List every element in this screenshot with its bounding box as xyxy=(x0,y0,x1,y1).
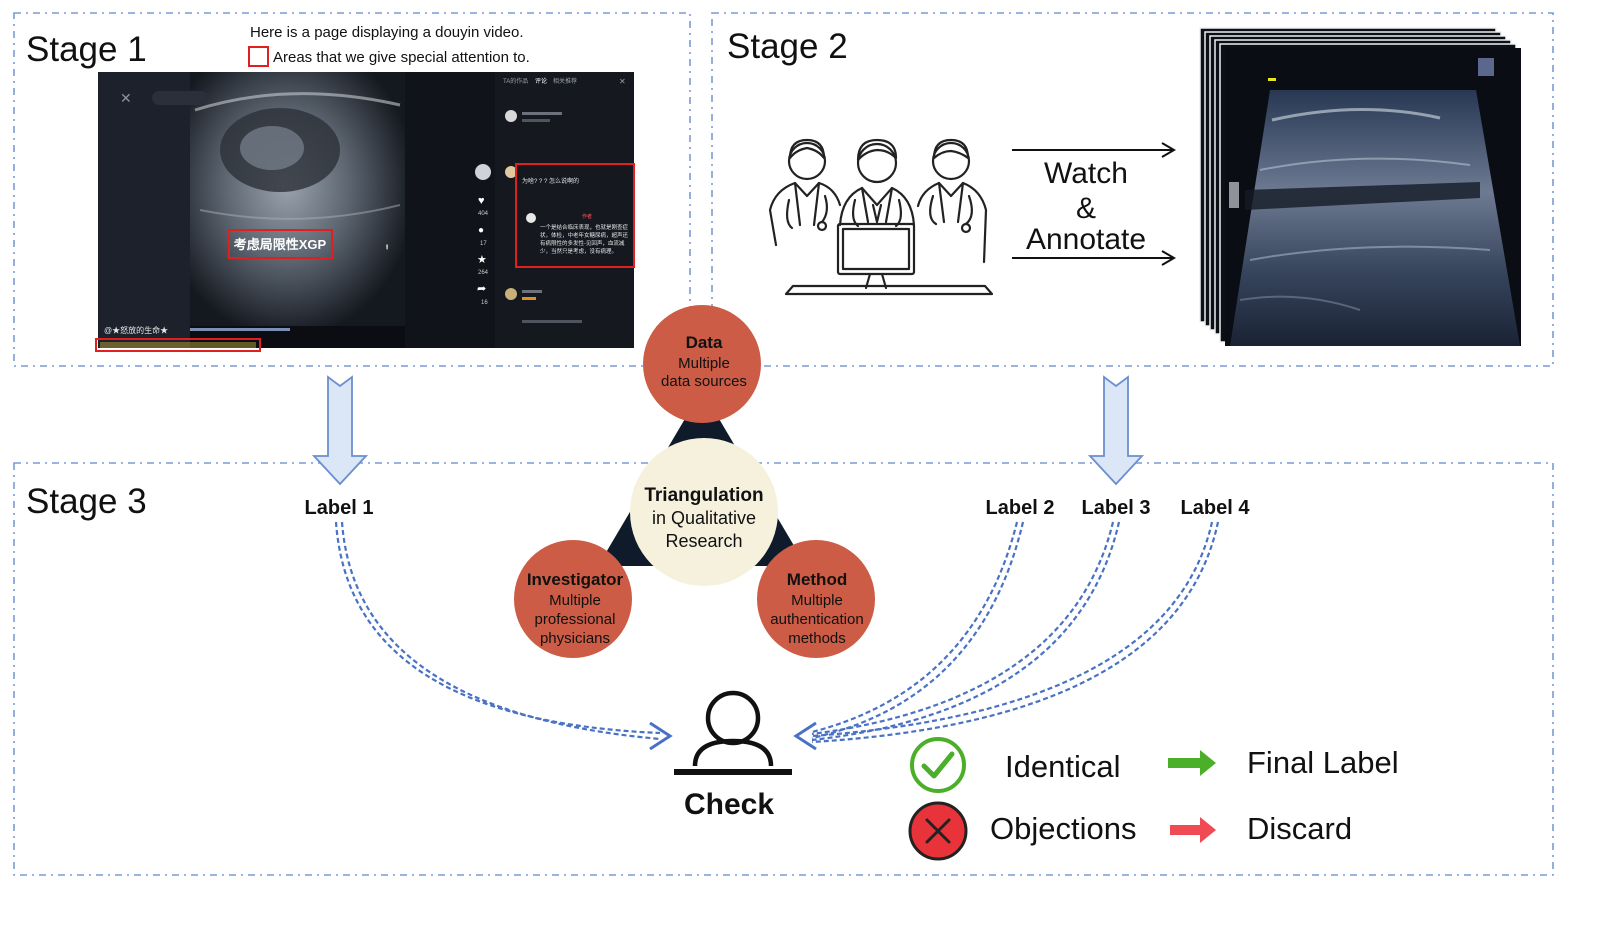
stage1-frame xyxy=(13,12,691,367)
identical-icon xyxy=(910,737,966,793)
author-tag: @★怒放的生命★ xyxy=(104,325,168,335)
investigator-line3: physicians xyxy=(540,630,610,647)
search-bar[interactable] xyxy=(152,91,208,105)
legend-objections: Objections xyxy=(990,811,1136,846)
stage1-note-line2: Areas that we give special attention to. xyxy=(273,49,530,66)
comment-count: 17 xyxy=(480,241,487,247)
red-arrow xyxy=(1170,817,1216,843)
progress-bar[interactable] xyxy=(190,328,290,331)
tab-works[interactable]: TA的作品 xyxy=(503,77,528,85)
action-amp: & xyxy=(1076,192,1096,225)
label-2: Label 2 xyxy=(986,497,1055,519)
share-icon[interactable]: ➦ xyxy=(477,283,486,295)
label-4: Label 4 xyxy=(1181,497,1251,519)
star-icon[interactable]: ★ xyxy=(477,254,487,266)
avatar[interactable] xyxy=(475,164,491,180)
comment-icon[interactable]: ● xyxy=(478,225,484,236)
method-line2: authentication xyxy=(770,611,863,628)
arrowhead-right xyxy=(793,721,817,751)
objection-icon xyxy=(908,801,968,861)
svg-text:': ' xyxy=(385,240,389,265)
stage3-frame xyxy=(13,462,1554,876)
stage1-note-line1: Here is a page displaying a douyin video… xyxy=(250,24,524,41)
share-count: 16 xyxy=(481,300,488,306)
stage2-frame xyxy=(711,12,1554,367)
center-node xyxy=(630,438,778,586)
reply-line1: 一个是结合临床表现，也就是刚查症 xyxy=(540,223,629,231)
like-count: 404 xyxy=(478,211,489,217)
highlight-legend-box xyxy=(248,46,269,67)
label-3: Label 3 xyxy=(1082,497,1151,519)
video-label-text: 考虑局限性XGP xyxy=(234,237,327,252)
data-line2: data sources xyxy=(661,373,747,390)
favorite-count: 264 xyxy=(478,270,489,276)
tab-comments[interactable]: 评论 xyxy=(535,77,547,85)
reply-line4: 少，当然只是考虑，没有病理。 xyxy=(540,247,617,255)
method-node xyxy=(757,540,875,658)
reply-line2: 状，体检，中老年女糖尿病，超声还 xyxy=(540,231,629,239)
legend-identical: Identical xyxy=(1005,749,1120,784)
physicians-icon xyxy=(768,138,994,296)
stage3-title: Stage 3 xyxy=(26,482,147,521)
arrowhead-left xyxy=(649,721,673,751)
ultrasound-frames-stack xyxy=(1199,27,1521,346)
douyin-screenshot: ✕ 考虑局限性XGP ' @★怒放的生命★ ♥ 404 ● 17 ★ 264 ➦… xyxy=(95,72,635,352)
stage1-title: Stage 1 xyxy=(26,30,147,69)
reply-line3: 有病限性的多发性-见回声，血流减 xyxy=(540,239,625,247)
comment-highlight-box xyxy=(515,163,635,268)
triangulation-diagram: Data Multiple data sources Investigator … xyxy=(514,305,875,658)
investigator-node xyxy=(514,540,632,658)
legend-final-label: Final Label xyxy=(1247,745,1399,780)
method-title: Method xyxy=(787,570,847,589)
data-node xyxy=(643,305,761,423)
video-label-box xyxy=(228,229,333,259)
action-annotate: Annotate xyxy=(1026,223,1146,256)
tab-related[interactable]: 相关推荐 xyxy=(553,77,577,85)
check-label: Check xyxy=(684,788,774,821)
center-line3: Research xyxy=(665,531,742,551)
legend-discard: Discard xyxy=(1247,811,1352,846)
investigator-line1: Multiple xyxy=(549,592,601,609)
data-line1: Multiple xyxy=(678,355,730,372)
close-icon[interactable]: ✕ xyxy=(120,90,132,106)
center-line2: in Qualitative xyxy=(652,508,756,528)
hashtag-box xyxy=(95,338,261,352)
data-title: Data xyxy=(686,333,723,352)
author-badge: 作者 xyxy=(582,213,592,220)
investigator-line2: professional xyxy=(535,611,616,628)
investigator-title: Investigator xyxy=(527,570,624,589)
panel-close-icon[interactable]: ✕ xyxy=(619,77,626,86)
like-icon[interactable]: ♥ xyxy=(478,195,485,207)
action-watch: Watch xyxy=(1044,157,1128,190)
down-arrow-stage2 xyxy=(1087,375,1145,486)
check-person-icon xyxy=(674,690,792,775)
label-flow-lines xyxy=(334,521,1220,744)
center-line1: Triangulation xyxy=(644,485,763,506)
down-arrow-stage1 xyxy=(311,375,369,486)
method-line3: methods xyxy=(788,630,846,647)
stage2-title: Stage 2 xyxy=(727,27,848,66)
method-line1: Multiple xyxy=(791,592,843,609)
label-1: Label 1 xyxy=(305,497,374,519)
comment-question: 为啥? ? ? 怎么说啊的 xyxy=(522,177,579,185)
green-arrow xyxy=(1168,750,1216,776)
